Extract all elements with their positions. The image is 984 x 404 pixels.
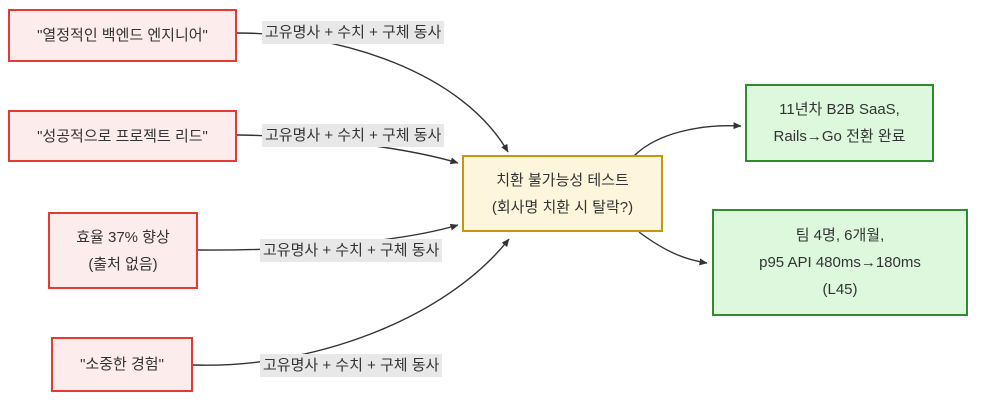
node-text-line: (L45) [822, 281, 858, 298]
node-text-line: p95 API 480ms→180ms [759, 254, 921, 271]
node-claim-passionate-backend-engineer: "열정적인 백엔드 엔지니어" [8, 9, 237, 62]
node-text-line: Rails→Go 전환 완료 [773, 128, 906, 145]
node-text-line: (출처 없음) [88, 255, 158, 273]
edge-claim4-to-test [192, 238, 510, 366]
edge-test-to-result1 [633, 122, 742, 157]
node-claim-valuable-experience: "소중한 경험" [51, 337, 193, 392]
edge-label-proper-noun-figure-verb-3: 고유명사 + 수치 + 구체 동사 [260, 239, 443, 262]
edge-test-to-result2 [638, 231, 708, 266]
node-claim-efficiency-37-percent: 효율 37% 향상 (출처 없음) [48, 212, 198, 289]
node-text-line: "성공적으로 프로젝트 리드" [37, 127, 208, 145]
edge-label-proper-noun-figure-verb-1: 고유명사 + 수치 + 구체 동사 [262, 21, 445, 44]
node-text-line: 효율 37% 향상 [76, 228, 170, 246]
node-text-line: 치환 불가능성 테스트 [496, 171, 629, 189]
node-text-line: (회사명 치환 시 탈락?) [491, 198, 634, 216]
edge-label-proper-noun-figure-verb-4: 고유명사 + 수치 + 구체 동사 [260, 354, 443, 377]
node-text-line: "열정적인 백엔드 엔지니어" [37, 27, 208, 44]
node-text-line: 11년차 B2B SaaS, [779, 101, 900, 118]
node-text-line: 팀 4명, 6개월, [795, 227, 885, 244]
node-text-line: "소중한 경험" [80, 356, 164, 373]
node-substitution-impossibility-test: 치환 불가능성 테스트 (회사명 치환 시 탈락?) [462, 155, 663, 232]
node-result-team-p95-api: 팀 4명, 6개월, p95 API 480ms→180ms (L45) [712, 209, 968, 316]
edge-label-proper-noun-figure-verb-2: 고유명사 + 수치 + 구체 동사 [262, 124, 445, 147]
node-result-b2b-saas-rails-go: 11년차 B2B SaaS, Rails→Go 전환 완료 [745, 84, 934, 162]
node-claim-successfully-led-project: "성공적으로 프로젝트 리드" [8, 110, 237, 162]
